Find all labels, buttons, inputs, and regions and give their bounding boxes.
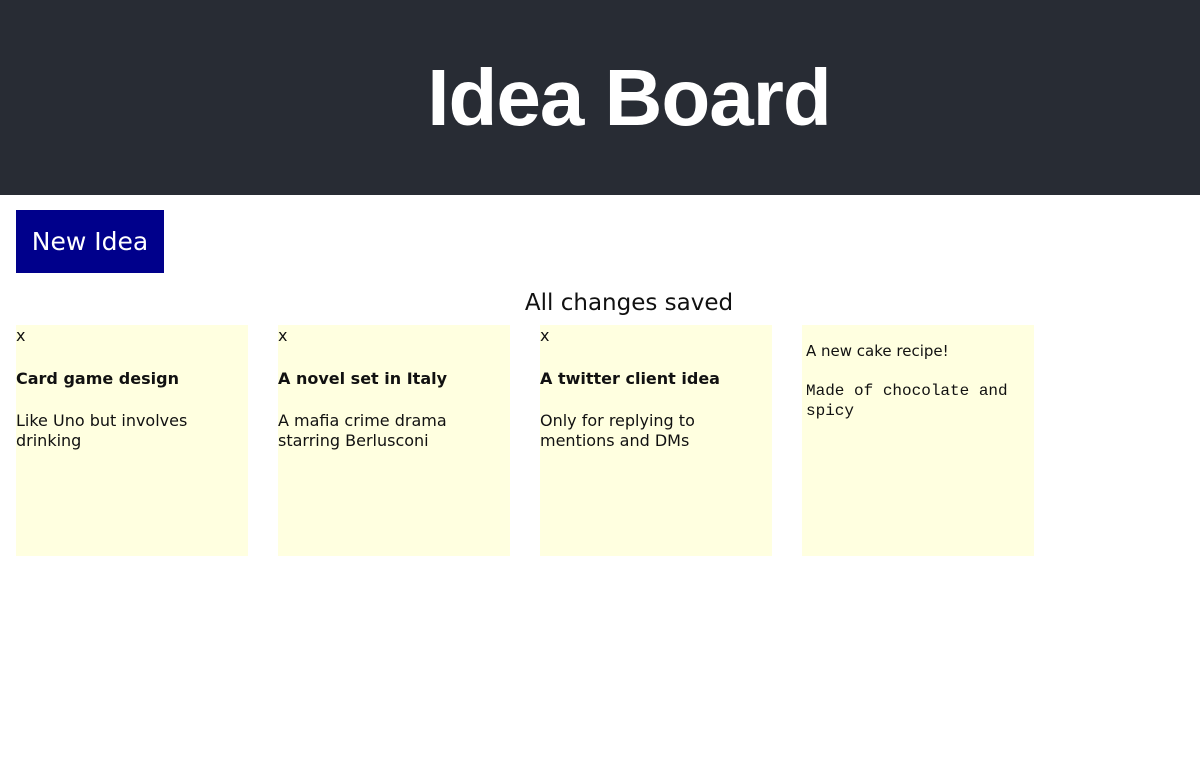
idea-body[interactable]: Like Uno but involves drinking bbox=[16, 411, 188, 450]
idea-body[interactable]: Only for replying to mentions and DMs bbox=[540, 411, 695, 450]
new-idea-button[interactable]: New Idea bbox=[16, 210, 164, 273]
idea-title[interactable]: Card game design bbox=[16, 369, 179, 388]
app-header: Idea Board bbox=[0, 0, 1200, 195]
idea-title-input[interactable] bbox=[806, 341, 1030, 361]
idea-card-editing: Made of chocolate and spicy bbox=[802, 325, 1034, 556]
idea-body-textarea[interactable]: Made of chocolate and spicy bbox=[806, 381, 1030, 501]
delete-idea-button[interactable]: x bbox=[540, 326, 550, 345]
idea-board: x Card game design Like Uno but involves… bbox=[0, 325, 1200, 565]
delete-idea-button[interactable]: x bbox=[278, 326, 288, 345]
idea-card: x A novel set in Italy A mafia crime dra… bbox=[278, 325, 510, 556]
save-status: All changes saved bbox=[524, 290, 734, 316]
toolbar: New Idea bbox=[0, 195, 1200, 273]
delete-idea-button[interactable]: x bbox=[16, 326, 26, 345]
idea-title[interactable]: A twitter client idea bbox=[540, 369, 720, 388]
page-title: Idea Board bbox=[427, 52, 831, 142]
idea-card: x Card game design Like Uno but involves… bbox=[16, 325, 248, 556]
idea-body[interactable]: A mafia crime drama starring Berlusconi bbox=[278, 411, 447, 450]
idea-title[interactable]: A novel set in Italy bbox=[278, 369, 448, 388]
idea-card: x A twitter client idea Only for replyin… bbox=[540, 325, 772, 556]
